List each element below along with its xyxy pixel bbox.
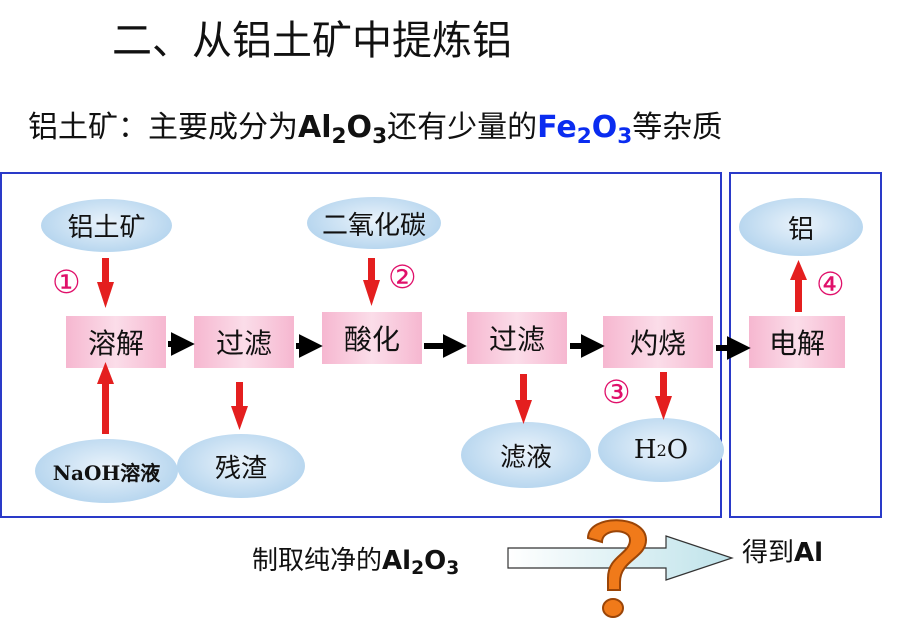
step-filter-1: 过滤 — [194, 316, 294, 368]
input-bauxite: 铝土矿 — [41, 199, 172, 252]
bottom-left-text: 制取纯净的Al2O3 — [252, 546, 460, 580]
intro-suffix: 等杂质 — [632, 110, 723, 145]
step-electrolyze: 电解 — [749, 316, 845, 368]
step-filter-2: 过滤 — [467, 312, 567, 364]
intro-middle: 还有少量的 — [387, 110, 538, 145]
formula-fe2o3: Fe2O3 — [537, 110, 633, 150]
step-dissolve: 溶解 — [66, 316, 166, 368]
red-arrow-naoh — [102, 382, 109, 434]
page-title: 二、从铝土矿中提炼铝 — [112, 18, 512, 64]
red-arrow-residue — [236, 382, 243, 408]
input-naoh: NaOH溶液 — [35, 439, 178, 503]
output-aluminum: 铝 — [739, 198, 863, 256]
marker-4: ④ — [816, 265, 845, 303]
red-arrow-filtrate — [520, 374, 527, 402]
question-mark-icon — [586, 519, 648, 618]
marker-1: ① — [52, 263, 81, 301]
formula-al2o3: Al2O3 — [298, 110, 388, 150]
red-arrow-co2 — [368, 258, 375, 282]
marker-3: ③ — [602, 373, 631, 411]
output-filtrate: 滤液 — [461, 422, 591, 488]
intro-line: 铝土矿：主要成分为Al2O3还有少量的Fe2O3等杂质 — [28, 102, 723, 150]
step-acidify: 酸化 — [322, 312, 422, 364]
bottom-right-text: 得到Al — [742, 538, 824, 568]
red-arrow-bauxite — [102, 258, 109, 284]
output-residue: 残渣 — [177, 434, 305, 498]
step-calcine: 灼烧 — [603, 316, 713, 368]
red-arrow-water — [660, 372, 667, 398]
red-arrow-aluminum — [795, 278, 802, 312]
marker-2: ② — [388, 258, 417, 296]
intro-prefix: 铝土矿：主要成分为 — [28, 110, 298, 145]
input-co2: 二氧化碳 — [307, 197, 441, 249]
